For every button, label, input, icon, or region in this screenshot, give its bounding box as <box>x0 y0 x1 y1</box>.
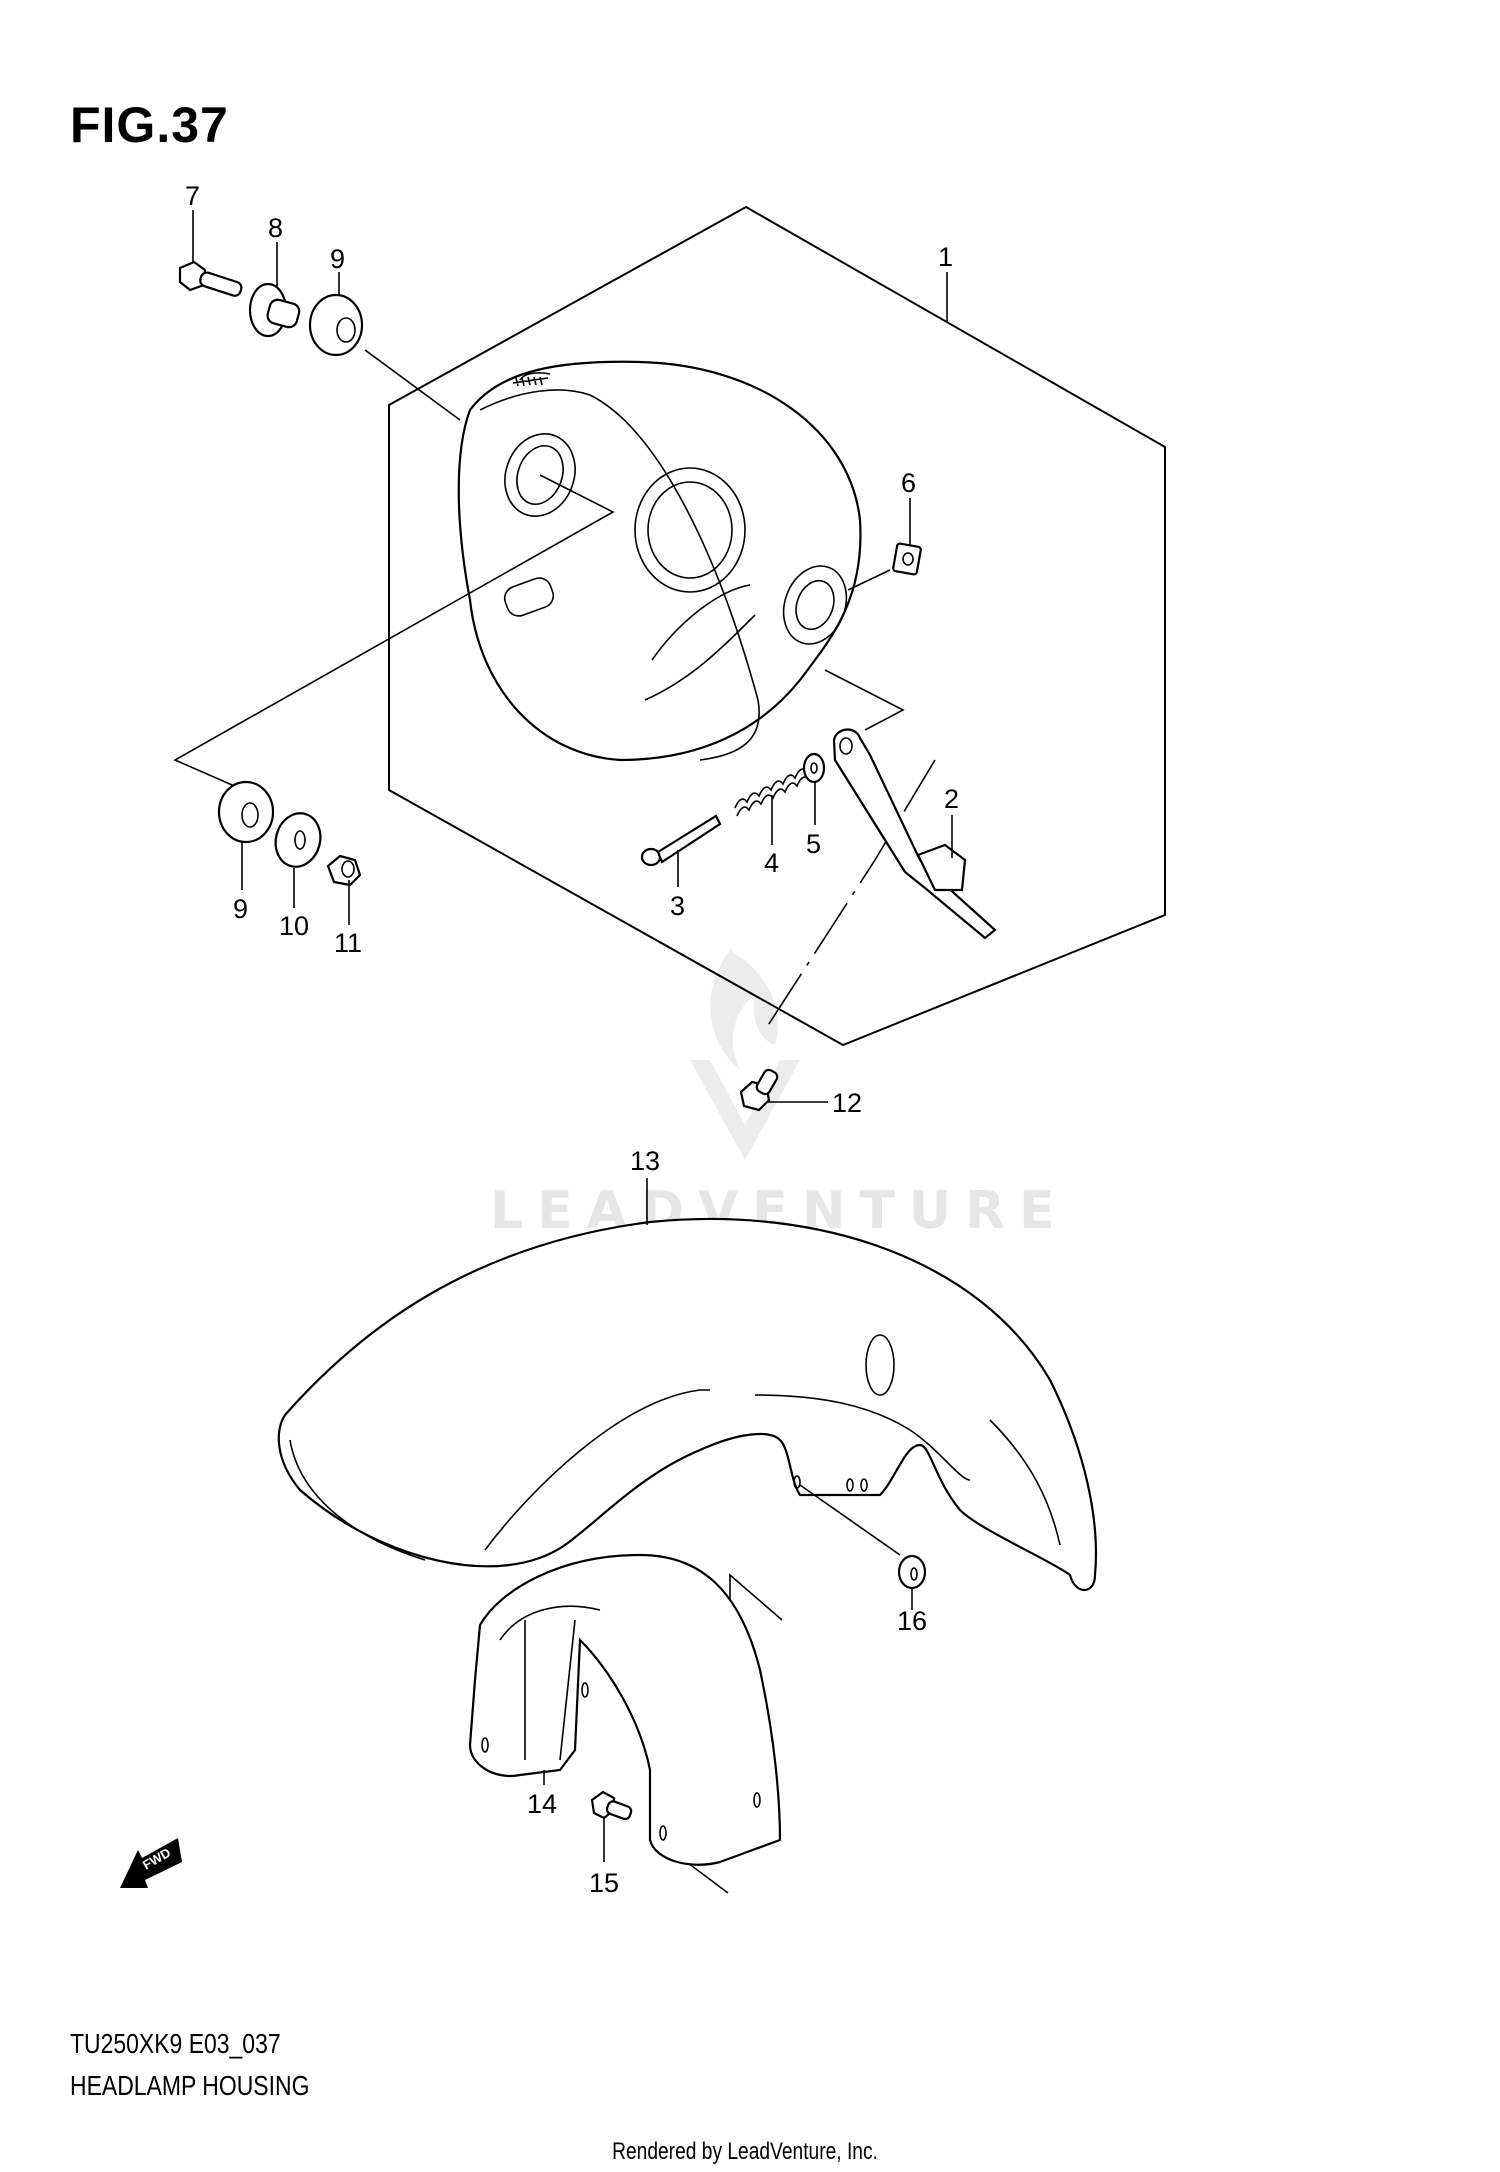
callout-7[interactable]: 7 <box>185 181 200 211</box>
explode-line <box>799 1484 901 1556</box>
callout-13[interactable]: 13 <box>630 1146 660 1176</box>
fender-brace-part-14[interactable] <box>468 1553 782 1866</box>
callout-16[interactable]: 16 <box>897 1606 927 1636</box>
figure-name: HEADLAMP HOUSING <box>70 2070 310 2101</box>
front-fender-part-13[interactable] <box>277 1217 1098 1592</box>
bracket-part-2[interactable] <box>832 728 997 940</box>
screw-part-3[interactable] <box>640 814 722 867</box>
callout-9-bottom[interactable]: 9 <box>233 894 248 924</box>
model-code: TU250XK9 E03_037 <box>70 2028 281 2059</box>
callout-15[interactable]: 15 <box>589 1868 619 1898</box>
bolt-part-7[interactable] <box>178 260 243 297</box>
collar-part-8[interactable] <box>248 282 301 338</box>
leadventure-watermark: LEADVENTURE <box>490 950 1055 1241</box>
nut-part-11[interactable] <box>326 854 362 887</box>
washer-part-5[interactable] <box>802 752 826 784</box>
callout-3[interactable]: 3 <box>670 891 685 921</box>
render-credit: Rendered by LeadVenture, Inc. <box>612 2138 878 2165</box>
figure-title: FIG.37 <box>70 97 229 153</box>
bolt-part-15[interactable] <box>590 1790 633 1821</box>
callout-12[interactable]: 12 <box>832 1088 862 1118</box>
callout-2[interactable]: 2 <box>944 784 959 814</box>
callout-8[interactable]: 8 <box>268 213 283 243</box>
cushion-part-9-bottom[interactable] <box>217 780 275 844</box>
spring-part-4[interactable] <box>734 768 810 817</box>
bolt-part-12[interactable] <box>739 1068 779 1112</box>
assembly-outline <box>388 205 1166 1047</box>
fwd-arrow-icon: FWD <box>120 1838 182 1888</box>
nut-clip-part-6[interactable] <box>892 542 922 576</box>
callout-9-top[interactable]: 9 <box>330 244 345 274</box>
callout-10[interactable]: 10 <box>279 911 309 941</box>
explode-line <box>824 669 905 731</box>
explode-line <box>364 349 461 421</box>
callout-4[interactable]: 4 <box>764 848 779 878</box>
explode-line <box>764 759 936 1031</box>
nut-part-16[interactable] <box>897 1554 927 1590</box>
callout-14[interactable]: 14 <box>527 1789 557 1819</box>
callout-5[interactable]: 5 <box>806 829 821 859</box>
washer-part-10[interactable] <box>270 808 326 872</box>
cushion-part-9-top[interactable] <box>308 293 364 357</box>
headlamp-housing-shell[interactable] <box>457 360 862 762</box>
callout-11[interactable]: 11 <box>334 928 362 958</box>
callout-1[interactable]: 1 <box>938 242 953 272</box>
callout-6[interactable]: 6 <box>901 468 916 498</box>
explode-line <box>173 474 615 796</box>
explode-line <box>847 569 891 591</box>
